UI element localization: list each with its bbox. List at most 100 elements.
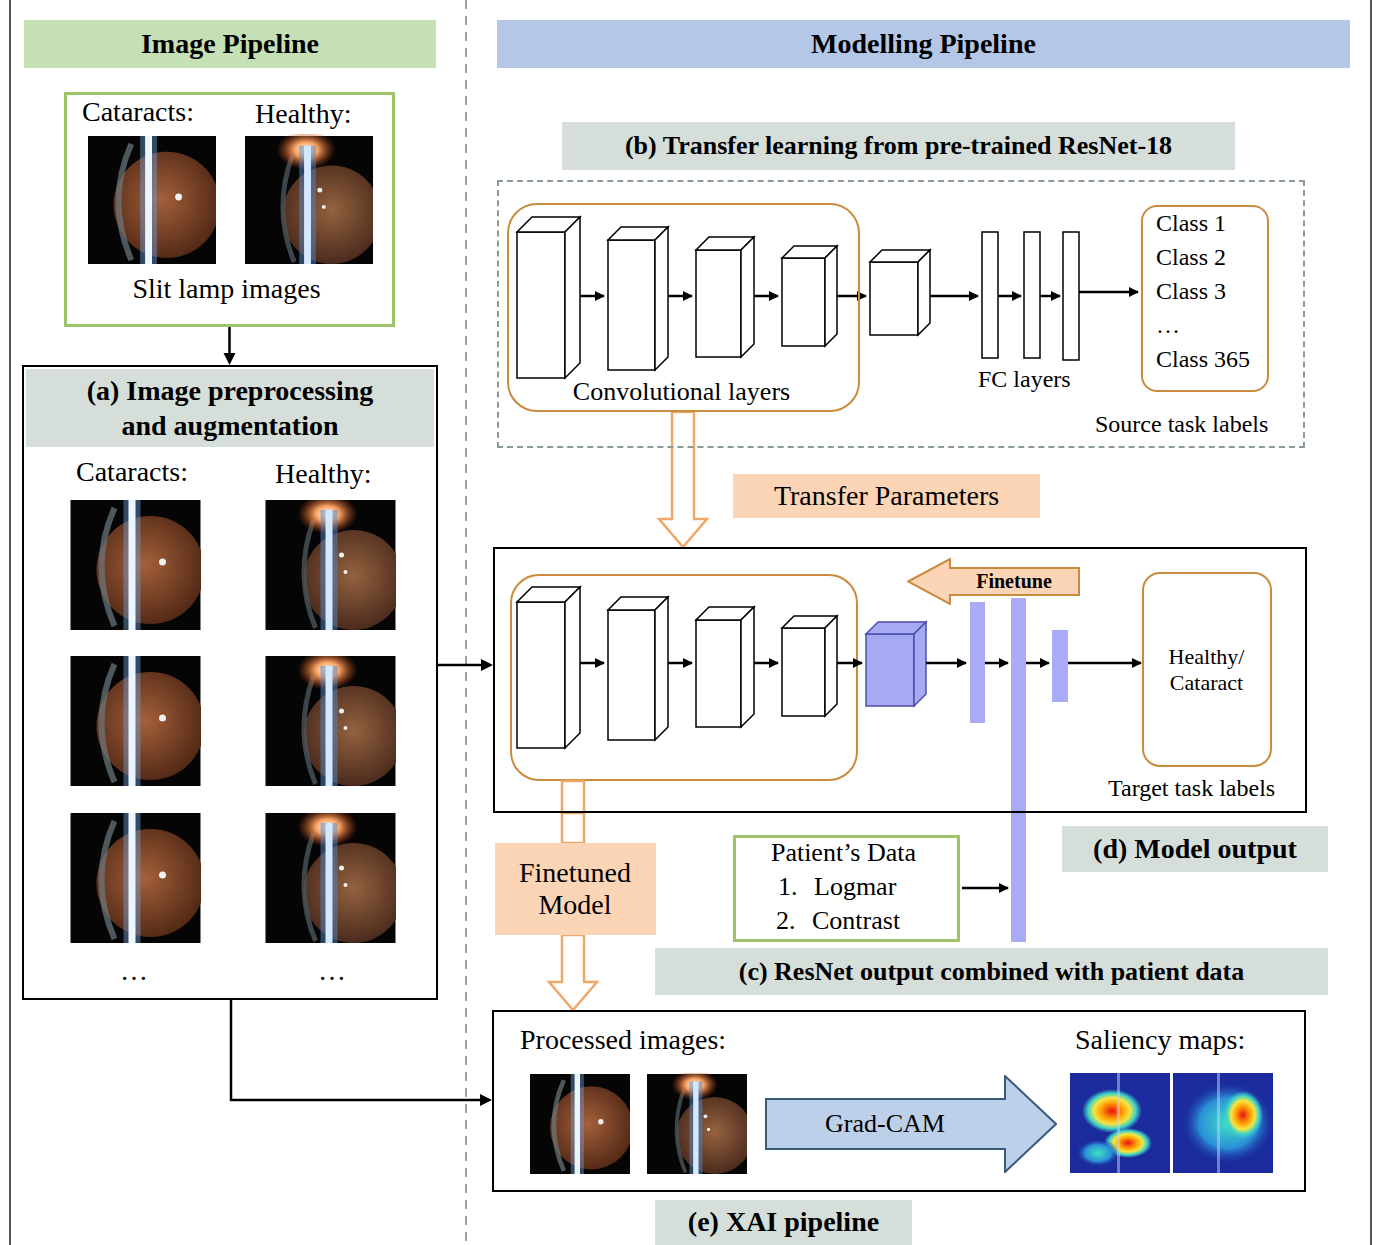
- flow-arrow: [668, 295, 692, 298]
- layer-caption: FC layers: [978, 366, 1071, 394]
- conv-cube: [782, 628, 825, 716]
- connector-arrowhead: [481, 659, 493, 671]
- node-text: (d) Model output: [1093, 833, 1297, 865]
- connector-arrowhead: [224, 353, 236, 365]
- node-text: Source task labels: [1095, 411, 1268, 439]
- flow-arrow: [1026, 662, 1049, 665]
- figure-frame: [9, 0, 11, 1245]
- fc-layer: [1024, 232, 1040, 358]
- node-text: 1. Logmar: [778, 872, 896, 902]
- conv-cube: [870, 250, 930, 262]
- arrow-outline: [908, 559, 1079, 604]
- arrow-outline: [766, 1076, 1056, 1172]
- connector-arrowhead: [480, 1094, 492, 1106]
- section-label: (d) Model output: [1062, 826, 1328, 872]
- section-header: (a) Image preprocessing and augmentation: [26, 369, 434, 447]
- conv-cube: [517, 602, 565, 748]
- finetuned-fc-layer: [970, 602, 985, 723]
- arrow-text-holder: Finetune: [950, 558, 1078, 605]
- finetune-arrow: Finetune: [907, 558, 1080, 605]
- node-text: 2. Contrast: [776, 906, 900, 936]
- section-label: (c) ResNet output combined with patient …: [655, 948, 1328, 995]
- slit-lamp-photo: [245, 130, 381, 264]
- augmented-photo: [266, 650, 404, 786]
- figure-frame: [1370, 0, 1372, 1245]
- conv-cube: [655, 227, 668, 370]
- processed-photo: [530, 1074, 633, 1174]
- flow-arrow: [930, 295, 978, 298]
- conv-cube: [655, 597, 668, 740]
- node-text: Class 365: [1156, 346, 1250, 374]
- conv-cube: [825, 616, 837, 716]
- label-list: Class 1Class 2Class 3…Class 365: [1141, 205, 1269, 392]
- flow-arrow: [580, 295, 604, 298]
- connector-line: [231, 1000, 483, 1100]
- conv-cube: [565, 587, 580, 748]
- hollow-arrow: [549, 935, 597, 1010]
- flow-arrow: [962, 887, 1008, 890]
- flow-arrow: [837, 295, 866, 298]
- node-text: Grad-CAM: [825, 1109, 945, 1139]
- augmented-photo: [266, 807, 404, 943]
- node-text: (a) Image preprocessing and augmentation: [70, 373, 390, 443]
- conv-cube: [608, 227, 668, 240]
- flow-arrow: [1040, 295, 1060, 298]
- finetuned-cube: [866, 634, 914, 706]
- hollow-arrow-stub: [562, 781, 584, 813]
- node-text: Image Pipeline: [141, 28, 319, 60]
- node-text: Modelling Pipeline: [811, 28, 1036, 60]
- node-text: (e) XAI pipeline: [688, 1206, 879, 1238]
- conv-cube: [696, 250, 741, 357]
- augmented-photo: [71, 813, 205, 943]
- flow-arrow: [837, 662, 862, 665]
- gradcam-arrow: Grad-CAM: [765, 1075, 1057, 1173]
- node-text: Patient’s Data: [733, 838, 954, 868]
- conv-cube: [870, 262, 918, 335]
- target-task-frame: Target task labelsFinetuneHealthy/ Catar…: [493, 547, 1307, 813]
- conv-cube: [782, 616, 837, 628]
- node-text: Saliency maps:: [1075, 1024, 1245, 1056]
- pipeline-header: Modelling Pipeline: [497, 20, 1350, 68]
- node-text: Finetuned Model: [503, 857, 648, 921]
- flow-arrow: [668, 662, 692, 665]
- conv-cube: [696, 607, 754, 620]
- augmented-photo: [71, 656, 205, 786]
- output-box: Healthy/ Cataract: [1142, 572, 1272, 767]
- conv-cube: [517, 232, 565, 378]
- conv-cube: [782, 258, 825, 346]
- conv-cube: [741, 607, 754, 727]
- node-text: Class 3: [1156, 278, 1226, 306]
- combined-fc-layer: [1011, 598, 1026, 942]
- node-text: (c) ResNet output combined with patient …: [739, 957, 1245, 987]
- fc-layer: [982, 232, 998, 358]
- flow-arrow: [754, 662, 778, 665]
- pipeline-divider: [465, 0, 467, 1245]
- flow-arrow: [1079, 291, 1138, 294]
- finetuned-cube: [914, 622, 926, 706]
- conv-cube: [825, 246, 837, 346]
- node-text: Finetune: [976, 570, 1052, 593]
- node-text: Transfer Parameters: [774, 480, 999, 512]
- processed-photo: [647, 1069, 753, 1174]
- conv-cube: [608, 610, 655, 740]
- saliency-map: [1173, 1073, 1276, 1173]
- hollow-arrow: [659, 412, 707, 547]
- node-text: Slit lamp images: [64, 273, 389, 305]
- node-text: Cataracts:: [82, 96, 194, 128]
- conv-cube: [696, 620, 741, 727]
- flow-arrow: [1068, 662, 1141, 665]
- hollow-arrow: [562, 813, 584, 843]
- conv-cube: [608, 597, 668, 610]
- node-text: …: [318, 955, 346, 987]
- node-text: Class 2: [1156, 244, 1226, 272]
- section-box: Cataracts:Healthy:……(a) Image preprocess…: [22, 365, 438, 1000]
- conv-cube: [608, 240, 655, 370]
- section-label: (b) Transfer learning from pre-trained R…: [562, 122, 1235, 170]
- conv-cube: [782, 246, 837, 258]
- finetuned-cube: [866, 622, 926, 634]
- xai-frame: Processed images:Saliency maps:Grad-CAM: [492, 1010, 1306, 1192]
- flow-arrow: [998, 295, 1021, 298]
